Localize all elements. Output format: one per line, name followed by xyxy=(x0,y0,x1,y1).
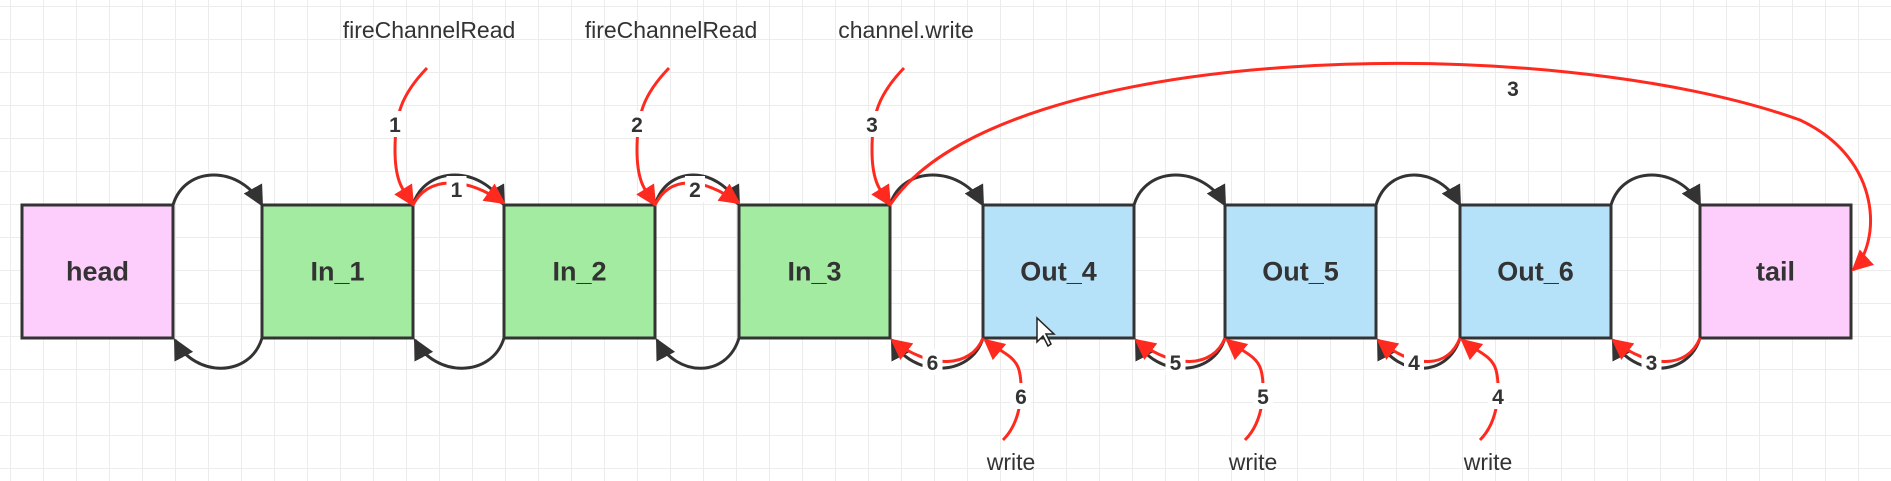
hop-arrow xyxy=(1611,337,1702,363)
step-number: 6 xyxy=(1015,386,1027,409)
handler-label: Out_6 xyxy=(1497,257,1574,287)
step-number-bg xyxy=(1253,383,1273,409)
next-link-arrow xyxy=(888,173,985,207)
hop-arrow xyxy=(1376,337,1462,363)
handler-label: Out_5 xyxy=(1262,257,1339,287)
call-arrow xyxy=(1225,338,1265,442)
next-link-arrow xyxy=(1609,173,1702,207)
call-label: write xyxy=(1228,449,1278,475)
handler-label: tail xyxy=(1756,257,1795,287)
prev-link-arrow xyxy=(655,337,741,370)
call-label: write xyxy=(1463,449,1513,475)
step-number-bg xyxy=(1404,349,1424,375)
handler-node-tail xyxy=(1698,203,1853,340)
step-number-bg xyxy=(446,176,467,202)
step-number: 5 xyxy=(1257,386,1269,409)
step-number: 4 xyxy=(1492,386,1504,409)
prev-link-arrow xyxy=(173,337,264,370)
hop-arrow xyxy=(1134,337,1227,363)
call-arrow xyxy=(393,66,429,207)
hop-arrow-to-tail xyxy=(888,62,1874,272)
handler-node-out-4 xyxy=(981,203,1136,340)
next-link-arrow xyxy=(171,173,264,207)
step-number: 3 xyxy=(866,114,878,137)
handler-node-in-2 xyxy=(502,203,657,340)
step-number-bg xyxy=(1011,383,1031,409)
handler-node-in-1 xyxy=(260,203,415,340)
call-arrow xyxy=(635,66,671,207)
step-number-bg xyxy=(862,111,882,137)
handler-node-out-6 xyxy=(1458,203,1613,340)
step-number: 1 xyxy=(451,179,463,202)
step-number: 3 xyxy=(1507,78,1519,101)
handler-node-head xyxy=(20,203,175,340)
handler-label: In_1 xyxy=(310,257,364,287)
step-number-bg xyxy=(1641,349,1662,375)
step-number: 3 xyxy=(1646,352,1658,375)
handler-label: Out_4 xyxy=(1020,257,1097,287)
handler-label: head xyxy=(66,257,129,287)
handler-label: In_3 xyxy=(787,257,841,287)
step-number: 2 xyxy=(689,179,701,202)
step-number-bg xyxy=(1503,75,1523,101)
call-arrow xyxy=(1460,338,1500,442)
call-arrow xyxy=(870,66,906,207)
call-arrow xyxy=(983,338,1023,442)
step-number-bg xyxy=(385,111,405,137)
step-number: 5 xyxy=(1170,352,1182,375)
hop-arrow xyxy=(890,337,985,363)
step-number: 1 xyxy=(389,114,401,137)
call-label: channel.write xyxy=(838,17,974,43)
handler-node-in-3 xyxy=(737,203,892,340)
step-number-bg xyxy=(685,176,705,202)
step-number-bg xyxy=(1165,349,1186,375)
call-label: fireChannelRead xyxy=(585,17,758,43)
call-label: fireChannelRead xyxy=(343,17,516,43)
next-link-arrow xyxy=(1132,173,1227,207)
step-number: 2 xyxy=(631,114,643,137)
call-label: write xyxy=(986,449,1036,475)
step-number: 4 xyxy=(1408,352,1420,375)
step-number-bg xyxy=(1488,383,1508,409)
next-link-arrow xyxy=(1374,173,1462,207)
handler-node-out-5 xyxy=(1223,203,1378,340)
mouse-cursor-icon xyxy=(1036,316,1056,348)
step-number-bg xyxy=(627,111,647,137)
handler-label: In_2 xyxy=(552,257,606,287)
prev-link-arrow xyxy=(413,337,506,370)
step-number: 6 xyxy=(927,352,939,375)
step-number-bg xyxy=(922,349,943,375)
